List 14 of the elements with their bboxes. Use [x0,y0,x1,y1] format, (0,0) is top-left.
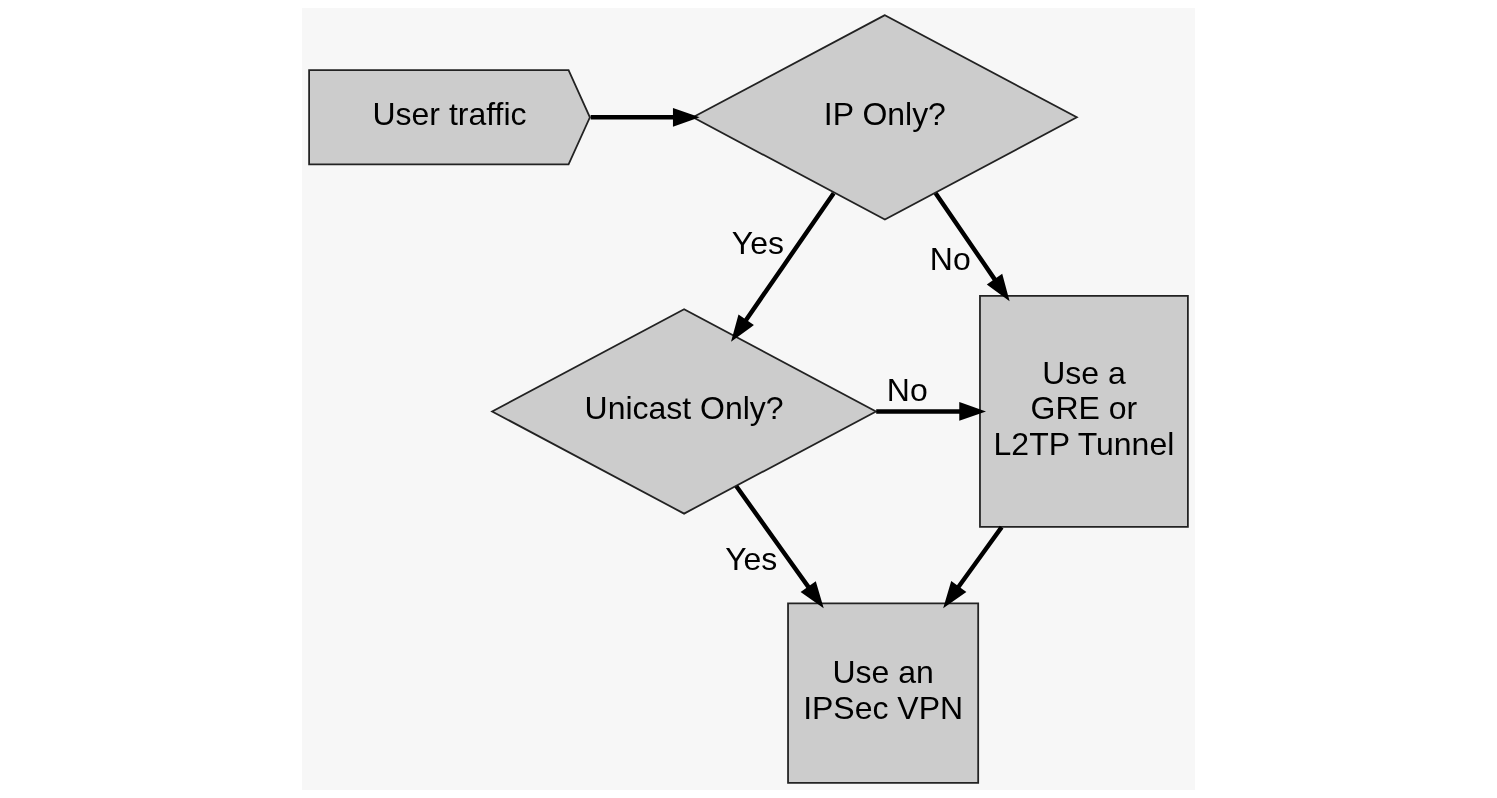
node-box: Use an IPSec VPN [787,602,980,784]
node-box: Use a GRE or L2TP Tunnel [979,295,1189,528]
arrow [876,402,986,421]
arrow [933,191,1010,302]
edge-label: Yes [731,225,784,262]
node-diamond: Unicast Only? [490,308,878,515]
arrow [734,485,824,609]
arrow [943,525,1004,609]
edge-label: No [929,241,971,278]
arrow [731,191,836,342]
edge-label: No [886,372,928,409]
node-diamond: IP Only? [691,14,1079,221]
edge-label: Yes [725,540,778,577]
arrow [590,108,700,127]
